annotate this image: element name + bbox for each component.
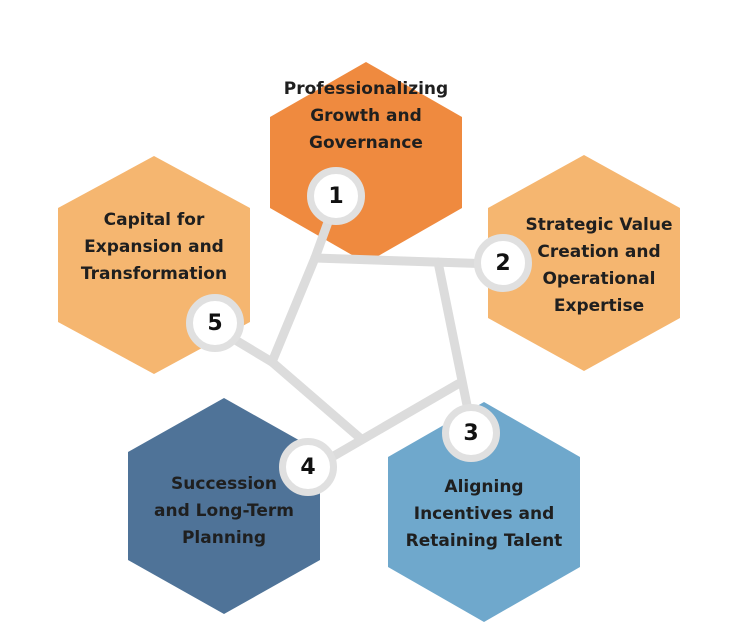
- hexagon-1-line: Governance: [309, 133, 423, 153]
- connector-left-to-4: [267, 357, 365, 443]
- hexagon-5-line: Transformation: [80, 264, 228, 284]
- hexagon-4-label: Succession and Long-Term Planning: [134, 471, 314, 552]
- connector-top-bar: [310, 253, 499, 269]
- hexagon-3-line: Aligning: [444, 477, 524, 497]
- hexagon-5-label: Capital for Expansion and Transformation: [64, 207, 244, 288]
- hexagon-2-line: Operational: [542, 269, 656, 289]
- hexagon-2-line: Creation and: [537, 242, 661, 262]
- connector-lines: [207, 195, 499, 469]
- hexagon-5-line: Expansion and: [84, 237, 224, 257]
- step-number-1: 1: [328, 183, 344, 209]
- step-badge-4: 4: [279, 438, 337, 496]
- hexagon-1-line: Growth and: [310, 106, 422, 126]
- hexagon-3-label: Aligning Incentives and Retaining Talent: [396, 474, 572, 555]
- step-badge-3: 3: [442, 404, 500, 462]
- hexagon-2-line: Expertise: [553, 296, 645, 316]
- step-badge-2: 2: [474, 234, 532, 292]
- step-badge-5: 5: [186, 294, 244, 352]
- step-number-3: 3: [463, 420, 479, 446]
- hexagon-4-line: and Long-Term: [154, 501, 294, 521]
- step-badge-1: 1: [307, 167, 365, 225]
- step-number-4: 4: [300, 454, 316, 480]
- connector-4-to-3: [315, 379, 463, 469]
- hexagon-3-line: Incentives and: [413, 504, 555, 524]
- hexagon-4-line: Planning: [181, 528, 267, 548]
- hexagon-4: [128, 398, 320, 614]
- hexagon-1-label: Professionalizing Growth and Governance: [276, 76, 456, 157]
- step-number-5: 5: [207, 310, 223, 336]
- hexagon-2: [488, 155, 680, 371]
- hexagon-4-line: Succession: [171, 474, 277, 494]
- hexagon-5-line: Capital for: [103, 210, 205, 230]
- hexagon-3: [388, 402, 580, 622]
- hexagon-2-line: Strategic Value: [525, 215, 673, 235]
- connector-upper-left-diagonal: [267, 253, 320, 367]
- step-number-2: 2: [495, 250, 511, 276]
- hexagon-1-line: Professionalizing: [283, 79, 449, 99]
- hexagon-3-line: Retaining Talent: [405, 531, 563, 551]
- hexagon-2-label: Strategic Value Creation and Operational…: [504, 212, 694, 320]
- connector-vertical-right: [433, 257, 475, 425]
